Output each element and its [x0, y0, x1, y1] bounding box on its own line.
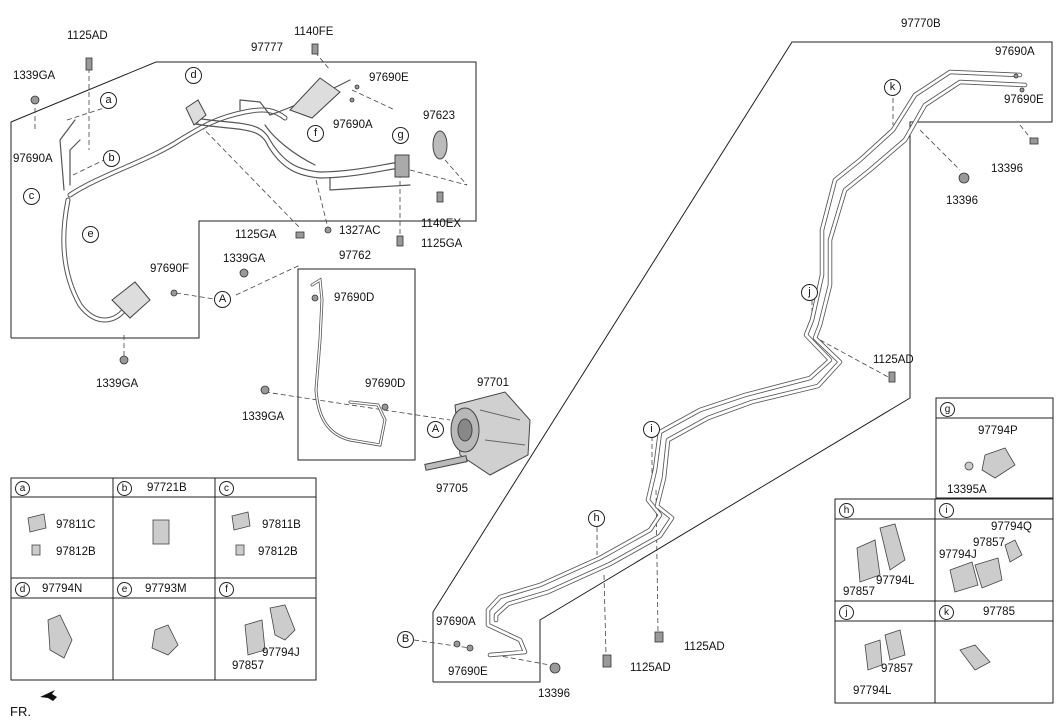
- marker-A: A: [214, 291, 231, 308]
- callout-97705: 97705: [436, 483, 468, 495]
- callout-97701: 97701: [477, 377, 509, 389]
- marker-g: g: [392, 127, 409, 144]
- callout-1125GA: 1125GA: [421, 238, 463, 250]
- compressor-97701: [424, 391, 531, 476]
- group-label-97762: 97762: [339, 250, 371, 262]
- part-13395A: 13395A: [947, 484, 987, 496]
- cell-letter-c: c: [219, 481, 234, 496]
- cell-letter-i: i: [939, 503, 954, 518]
- callout-13396: 13396: [946, 195, 978, 207]
- marker-j: j: [801, 284, 818, 301]
- callout-97690A: 97690A: [333, 119, 373, 131]
- callout-1339GA: 1339GA: [242, 411, 285, 423]
- cell-code-97794N: 97794N: [42, 583, 83, 595]
- callout-1125GA: 1125GA: [235, 229, 277, 241]
- valve-97623-top: [111, 77, 448, 319]
- part-97794Q: 97794Q: [991, 521, 1032, 533]
- marker-f: f: [307, 125, 324, 142]
- cell-letter-j: j: [839, 605, 854, 620]
- marker-d: d: [185, 67, 202, 84]
- callout-97690F: 97690F: [150, 263, 190, 275]
- left-parts-table: [10, 477, 317, 681]
- callout-97690A: 97690A: [13, 153, 53, 165]
- marker-k: k: [884, 79, 901, 96]
- cell-letter-e: e: [117, 582, 132, 597]
- callout-1125AD: 1125AD: [630, 662, 671, 674]
- callout-1125AD: 1125AD: [67, 30, 108, 42]
- cell-letter-d: d: [15, 582, 30, 597]
- part-97794J: 97794J: [262, 647, 300, 659]
- part-97811C: 97811C: [56, 519, 96, 531]
- part-97857: 97857: [232, 660, 264, 672]
- boundary-97770B: [432, 41, 1053, 683]
- front-arrow: [40, 690, 57, 701]
- cell-letter-f: f: [219, 582, 234, 597]
- marker-A: A: [427, 421, 444, 438]
- cell-letter-a: a: [15, 481, 30, 496]
- callout-97690A: 97690A: [436, 616, 476, 628]
- part-97794P: 97794P: [978, 425, 1018, 437]
- part-97794J: 97794J: [939, 549, 977, 561]
- callout-13396: 13396: [538, 688, 570, 700]
- marker-h: h: [588, 510, 605, 527]
- callout-97690E: 97690E: [448, 666, 488, 678]
- callout-1339GA: 1339GA: [96, 378, 139, 390]
- part-97857: 97857: [843, 586, 875, 598]
- callout-1125AD: 1125AD: [873, 354, 914, 366]
- marker-i: i: [643, 421, 660, 438]
- callout-1140FE: 1140FE: [294, 26, 334, 38]
- front-label: FR.: [10, 704, 31, 719]
- callout-1140EX: 1140EX: [421, 218, 462, 230]
- group-label-97777: 97777: [251, 42, 283, 54]
- part-97811B: 97811B: [262, 519, 301, 531]
- callout-97690D: 97690D: [365, 378, 406, 390]
- part-97857: 97857: [973, 537, 1005, 549]
- boundary-97777: [10, 61, 477, 339]
- part-97812B: 97812B: [258, 546, 298, 558]
- marker-b: b: [103, 150, 120, 167]
- callout-1327AC: 1327AC: [339, 225, 381, 237]
- marker-e: e: [82, 226, 99, 243]
- right-parts-table-g: [935, 397, 1054, 499]
- part-97812B: 97812B: [56, 546, 96, 558]
- callout-97690E: 97690E: [1004, 94, 1044, 106]
- callout-1339GA: 1339GA: [13, 70, 56, 82]
- cell-code-97721B: 97721B: [147, 482, 187, 494]
- part-97794L: 97794L: [853, 685, 892, 697]
- group-label-97770B: 97770B: [901, 18, 941, 30]
- cell-letter-h: h: [839, 503, 854, 518]
- callout-97690D: 97690D: [334, 292, 375, 304]
- part-97794L: 97794L: [876, 575, 915, 587]
- callout-97690A: 97690A: [995, 46, 1035, 58]
- callout-97623: 97623: [423, 110, 455, 122]
- pipe-main-line: [67, 107, 288, 198]
- boundary-97762: [297, 268, 416, 461]
- marker-B: B: [397, 631, 414, 648]
- pipe-long-main: [485, 69, 1023, 658]
- callout-13396: 13396: [991, 163, 1023, 175]
- cell-letter-k: k: [939, 605, 954, 620]
- callout-1125AD: 1125AD: [684, 641, 725, 653]
- callout-1339GA: 1339GA: [223, 253, 266, 265]
- marker-c: c: [23, 188, 40, 205]
- cell-code-97793M: 97793M: [145, 583, 187, 595]
- marker-a: a: [100, 92, 117, 109]
- callout-97690E: 97690E: [369, 72, 409, 84]
- part-97857: 97857: [881, 663, 913, 675]
- cell-letter-g: g: [940, 402, 955, 417]
- cell-letter-b: b: [117, 481, 132, 496]
- cell-code-97785: 97785: [983, 606, 1015, 618]
